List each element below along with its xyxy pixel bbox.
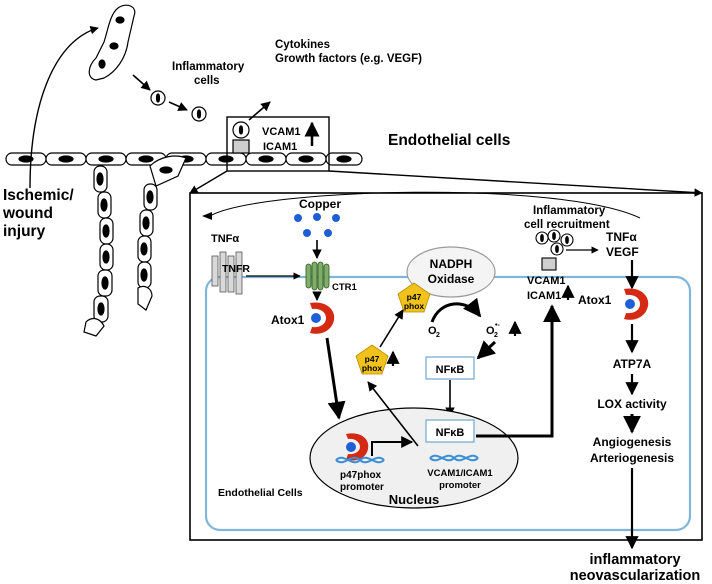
p47phox-lower xyxy=(355,344,389,375)
nadph-oxidase xyxy=(406,246,496,298)
atox1-left-icon xyxy=(310,302,335,334)
endothelial-cells-inner-label: Endothelial Cells xyxy=(218,487,303,499)
o2-reaction-arc xyxy=(430,297,482,323)
tnfr-label: TNFR xyxy=(222,263,250,275)
nfkb-lower-label: NFκB xyxy=(436,427,465,439)
lox-label: LOX activity xyxy=(597,397,667,411)
atp7a-label: ATP7A xyxy=(613,357,652,371)
o2rad-label: O xyxy=(486,325,495,337)
atox1-right-label: Atox1 xyxy=(578,293,612,307)
recruit-label-2: cell recruitment xyxy=(524,219,610,231)
p47phox-upper xyxy=(397,282,431,313)
injury-label-2: wound xyxy=(2,205,53,222)
tnfa-left-label: TNFα xyxy=(211,233,239,245)
atox1-right-icon xyxy=(624,288,649,320)
nfkb-lower-box xyxy=(425,419,475,443)
zoom-lines xyxy=(189,170,703,197)
blood-vessel-illustration xyxy=(5,4,363,337)
recruit-label-1: Inflammatory xyxy=(533,205,606,217)
vcam1-mid-label: VCAM1 xyxy=(527,275,566,287)
copper-label: Copper xyxy=(299,197,341,211)
icam1-top-label: ICAM1 xyxy=(263,141,297,153)
angio-label: Angiogenesis xyxy=(593,435,672,449)
feedback-arc xyxy=(209,191,641,219)
p47-lower-label-1: p47 xyxy=(365,354,380,364)
o2rad-to-nfkb-arrow xyxy=(476,340,497,360)
o2-label: O xyxy=(428,325,437,337)
nfkb-to-vcam-arrow xyxy=(476,304,561,438)
copper-ions xyxy=(294,213,340,237)
tnfr-receptor xyxy=(211,251,243,295)
growth-factors-label: Growth factors (e.g. VEGF) xyxy=(275,53,422,65)
p47-promoter-arrow xyxy=(371,436,414,456)
vcam-promoter-label-1: VCAM1/ICAM1 xyxy=(427,468,493,479)
feedback-arc-head xyxy=(202,212,212,220)
endothelial-highlight-box xyxy=(226,116,330,172)
nadph-label-2: Oxidase xyxy=(428,272,475,286)
p47phox-dna xyxy=(335,456,385,464)
arterio-label: Arteriogenesis xyxy=(590,451,674,465)
injury-label-1: Ischemic/ xyxy=(3,187,74,204)
p47-promoter-label-1: p47phox xyxy=(340,470,382,481)
outcome-label-1: inflammatory xyxy=(589,552,680,568)
p47-promoter-label-2: promoter xyxy=(340,482,384,493)
vcam-promoter-label-2: promoter xyxy=(439,480,481,491)
mechanism-panel xyxy=(189,192,703,541)
recruited-cells xyxy=(535,229,574,271)
injury-arrow xyxy=(29,26,99,189)
o2rad-sup: •- xyxy=(495,322,500,329)
nucleus-to-p47-arrow xyxy=(367,381,419,447)
ctr1-channel xyxy=(305,261,330,291)
ctr1-label: CTR1 xyxy=(332,282,358,293)
nfkb-upper-box xyxy=(425,356,475,380)
vcam1-top-label: VCAM1 xyxy=(262,126,301,138)
icam1-mid-label: ICAM1 xyxy=(527,290,561,302)
nfkb-upper-label: NFκB xyxy=(436,364,465,376)
outcome-label-2: neovascularization xyxy=(570,568,701,584)
injury-label-3: injury xyxy=(3,223,46,240)
endothelial-cells-label: Endothelial cells xyxy=(388,132,510,149)
inflammatory-cells-label-2: cells xyxy=(194,75,220,87)
p47-upper-label-2: phox xyxy=(404,301,425,311)
p47-to-p47-arrow xyxy=(379,309,404,348)
o2rad-sub: 2 xyxy=(494,332,498,339)
atox1-nuclear-icon xyxy=(346,433,369,461)
cytokines-label: Cytokines xyxy=(275,39,330,51)
o2-sub: 2 xyxy=(436,332,440,339)
atox1-to-nucleus-arrow xyxy=(325,337,346,420)
inflammatory-cells-label: Inflammatory xyxy=(172,61,245,73)
p47-lower-label-2: phox xyxy=(362,363,383,373)
nadph-label-1: NADPH xyxy=(430,257,473,271)
vegf-right-label: VEGF xyxy=(606,245,639,259)
vcam1-dna xyxy=(429,454,479,462)
nucleus-label: Nucleus xyxy=(389,492,440,507)
tnfa-right-label: TNFα xyxy=(606,230,637,244)
inflammatory-cell-icons xyxy=(150,90,250,154)
p47-upper-label-1: p47 xyxy=(407,292,422,302)
atox1-left-label: Atox1 xyxy=(271,313,305,327)
